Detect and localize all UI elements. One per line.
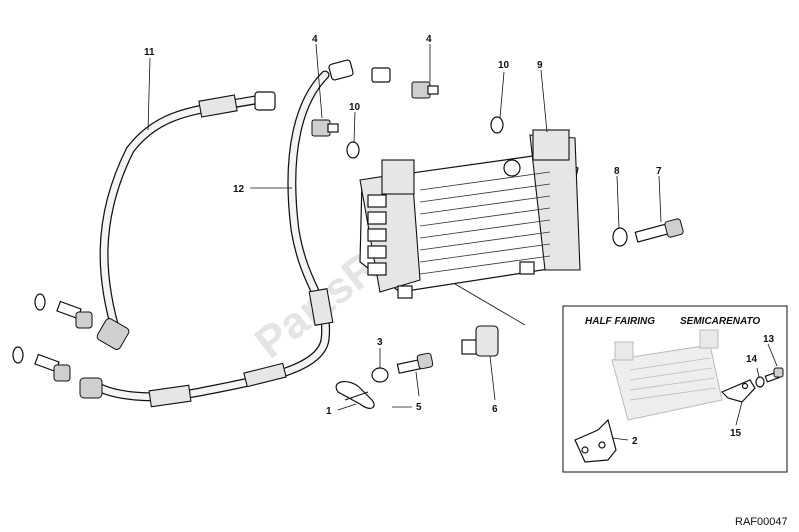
callouts: 11 4 4 10 9 10 12 8 7 3 5 6 1 2 13 14 15: [144, 34, 775, 447]
left-fitting-upper: [34, 293, 93, 329]
callout-9: 9: [537, 60, 543, 71]
screw-5: [396, 352, 434, 374]
washer-3: [371, 367, 389, 383]
half-fairing-inset: HALF FAIRING SEMICARENATO: [562, 305, 788, 473]
fitting-4-upper: [371, 67, 439, 99]
callout-10-upper: 10: [498, 60, 510, 71]
callout-4-right: 4: [426, 34, 432, 45]
callout-14: 14: [746, 354, 758, 365]
washer-10-lower: [346, 141, 360, 159]
cooler-side-slots: [367, 194, 387, 276]
inset-title-semicarenato: SEMICARENATO: [680, 316, 760, 327]
callout-8: 8: [614, 166, 620, 177]
bracket-2: [574, 418, 617, 463]
leader-lines: [147, 43, 778, 441]
callout-15: 15: [730, 428, 742, 439]
bracket-15: [720, 379, 756, 403]
screw-13: [764, 367, 784, 383]
callout-5: 5: [416, 402, 422, 413]
fitting-4-lower: [311, 119, 339, 137]
washer-14: [755, 376, 765, 388]
left-fitting-lower: [12, 346, 71, 382]
washer-10-upper: [490, 116, 504, 134]
spacer-6: [461, 325, 499, 357]
reference-code: RAF00047: [735, 516, 788, 528]
cooler-fins: [419, 171, 551, 275]
washer-8: [612, 227, 628, 247]
inset-title-half-fairing: HALF FAIRING: [585, 316, 655, 327]
callout-3: 3: [377, 337, 383, 348]
callout-7: 7: [656, 166, 662, 177]
oil-hose-11: [96, 91, 276, 350]
callout-1: 1: [326, 406, 332, 417]
callout-11: 11: [144, 47, 155, 58]
callout-2: 2: [632, 436, 638, 447]
clip-1: [335, 381, 375, 409]
callout-13: 13: [763, 334, 775, 345]
leader-6-to-cooler: [454, 283, 526, 326]
oil-cooler-9: [359, 129, 581, 299]
inset-oil-cooler: [611, 329, 723, 421]
callout-12: 12: [233, 184, 245, 195]
callout-6: 6: [492, 404, 498, 415]
oil-hose-12: [79, 59, 354, 408]
gear-icon: [503, 159, 521, 177]
callout-4-left: 4: [312, 34, 318, 45]
screw-7: [634, 218, 684, 243]
callout-10-lower: 10: [349, 102, 361, 113]
